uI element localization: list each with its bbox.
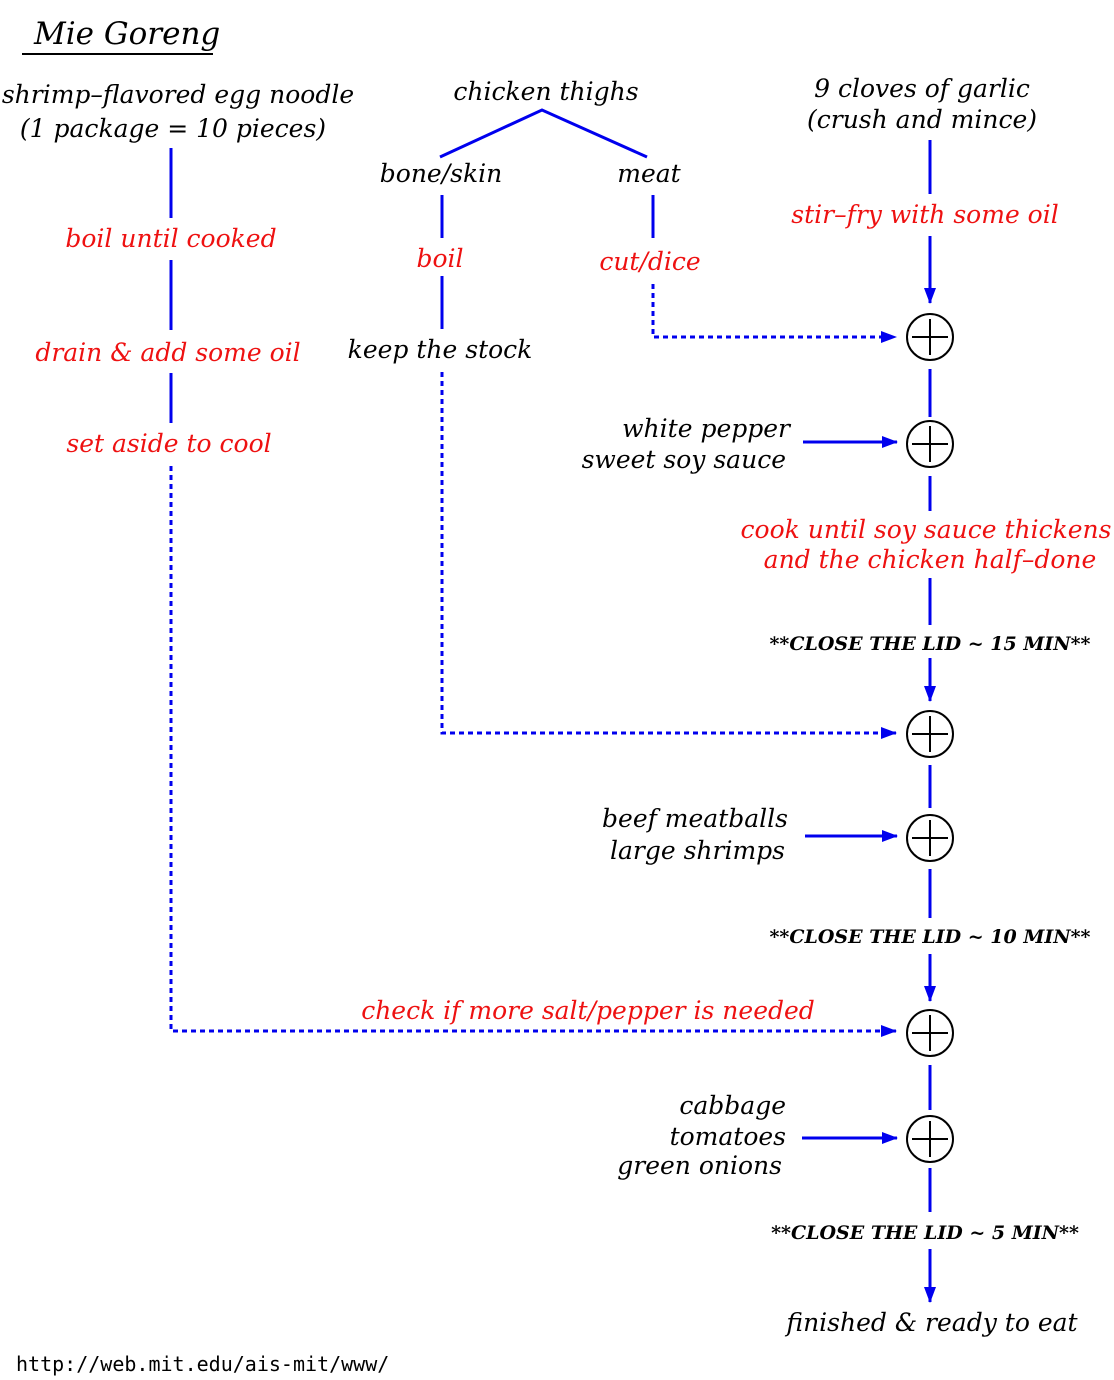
lid-5-min: **CLOSE THE LID ~ 5 MIN** xyxy=(771,1222,1079,1244)
combine-node-6-icon xyxy=(906,1115,954,1163)
combine-node-1-icon xyxy=(906,313,954,361)
stock-dotted-arrow xyxy=(440,372,897,739)
garlic-ingredient-line2: (crush and mince) xyxy=(807,105,1037,134)
lid-15-min: **CLOSE THE LID ~ 15 MIN** xyxy=(770,633,1091,655)
bone-step-boil: boil xyxy=(416,244,463,273)
proteins-line1: beef meatballs xyxy=(602,804,788,833)
combine-node-4-icon xyxy=(906,814,954,862)
vegetables-line3: green onions xyxy=(617,1151,782,1180)
garlic-step-stirfry: stir–fry with some oil xyxy=(791,200,1058,229)
source-url: http://web.mit.edu/ais-mit/www/ xyxy=(16,1352,389,1376)
combine-node-3-icon xyxy=(906,710,954,758)
combine-node-5-icon xyxy=(906,1009,954,1057)
garlic-ingredient-line1: 9 cloves of garlic xyxy=(814,74,1030,103)
vegetables-line2: tomatoes xyxy=(670,1122,786,1151)
noodle-step-cool: set aside to cool xyxy=(66,429,271,458)
cook-step-line2: and the chicken half–done xyxy=(764,545,1097,574)
combine-node-2-icon xyxy=(906,420,954,468)
meat-dotted-arrow xyxy=(651,284,897,343)
noodle-ingredient-line1: shrimp–flavored egg noodle xyxy=(2,80,354,109)
chicken-meat: meat xyxy=(617,159,681,188)
chicken-ingredient: chicken thighs xyxy=(453,77,638,106)
check-seasoning-step: check if more salt/pepper is needed xyxy=(361,996,815,1025)
seasoning-line2: sweet soy sauce xyxy=(582,445,786,474)
chicken-split-lines xyxy=(439,108,648,159)
bone-keep-stock: keep the stock xyxy=(348,335,533,364)
noodle-step-boil: boil until cooked xyxy=(65,224,276,253)
vegetables-line1: cabbage xyxy=(679,1091,786,1120)
lid-10-min: **CLOSE THE LID ~ 10 MIN** xyxy=(770,926,1091,948)
finished-step: finished & ready to eat xyxy=(784,1308,1078,1337)
noodle-dotted-arrow xyxy=(169,466,897,1037)
seasoning-line1: white pepper xyxy=(622,414,792,443)
meat-step-cut: cut/dice xyxy=(599,247,700,276)
page-title: Mie Goreng xyxy=(33,16,220,52)
chicken-bone-skin: bone/skin xyxy=(380,159,502,188)
noodle-step-drain: drain & add some oil xyxy=(35,338,300,367)
noodle-ingredient-line2: (1 package = 10 pieces) xyxy=(20,114,326,143)
proteins-line2: large shrimps xyxy=(610,836,785,865)
cook-step-line1: cook until soy sauce thickens xyxy=(741,515,1112,544)
